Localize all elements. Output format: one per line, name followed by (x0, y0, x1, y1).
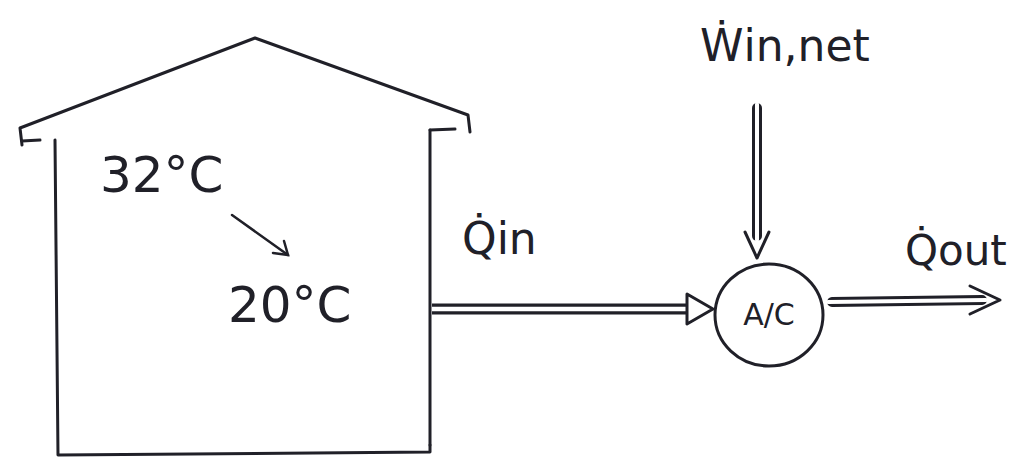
house-outline (429, 130, 432, 445)
heat-work-label: Ẇin,net (700, 24, 870, 68)
house-outline (55, 140, 430, 455)
heat-work-label: Q̇out (905, 230, 1007, 272)
work-arrow (745, 104, 769, 258)
temperature-label: 20°C (228, 280, 352, 330)
cooling-arrow (232, 215, 288, 255)
ac-unit: A/C (713, 262, 825, 368)
heat-out-arrow (828, 286, 1000, 314)
unit-label: A/C (743, 300, 795, 330)
heat-in-arrow (430, 294, 713, 324)
house-outline (20, 38, 470, 145)
house-node: 32°C 20°C (55, 125, 432, 458)
house-outline (430, 129, 455, 130)
ac-circle (715, 264, 823, 366)
temperature-label: 32°C (100, 150, 224, 200)
house-outline (22, 140, 40, 141)
edge-label: Q̇in (462, 217, 537, 261)
